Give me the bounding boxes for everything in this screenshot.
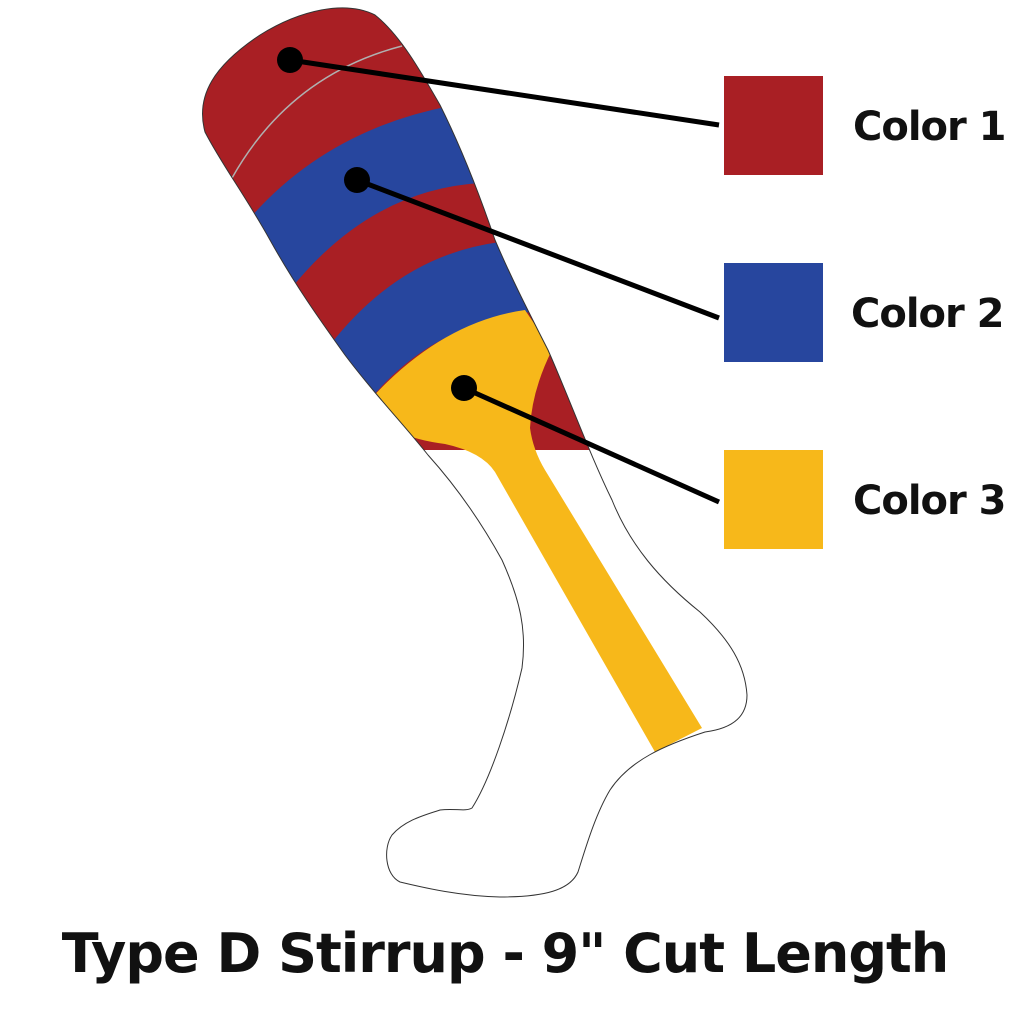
seam-line [231, 45, 403, 179]
swatch-color3 [724, 450, 823, 549]
label-color1: Color 1 [853, 104, 1007, 150]
swatch-color1 [724, 76, 823, 175]
swatch-color2 [724, 263, 823, 362]
leader-line-color3 [462, 385, 721, 505]
color1-band-lower [290, 183, 500, 345]
color2-band-upper [240, 105, 480, 290]
pointer-dot-color3 [451, 375, 477, 401]
pointer-dot-color2 [344, 167, 370, 193]
color3-stirrup [368, 310, 702, 752]
leader-line-color2 [356, 177, 720, 321]
label-color3: Color 3 [853, 478, 1007, 524]
label-color2: Color 2 [851, 291, 1005, 337]
diagram-title: Type D Stirrup - 9" Cut Length [61, 922, 950, 985]
pointer-dot-color1 [277, 47, 303, 73]
leader-line-color1 [289, 57, 720, 128]
color2-band-lower [330, 242, 530, 402]
